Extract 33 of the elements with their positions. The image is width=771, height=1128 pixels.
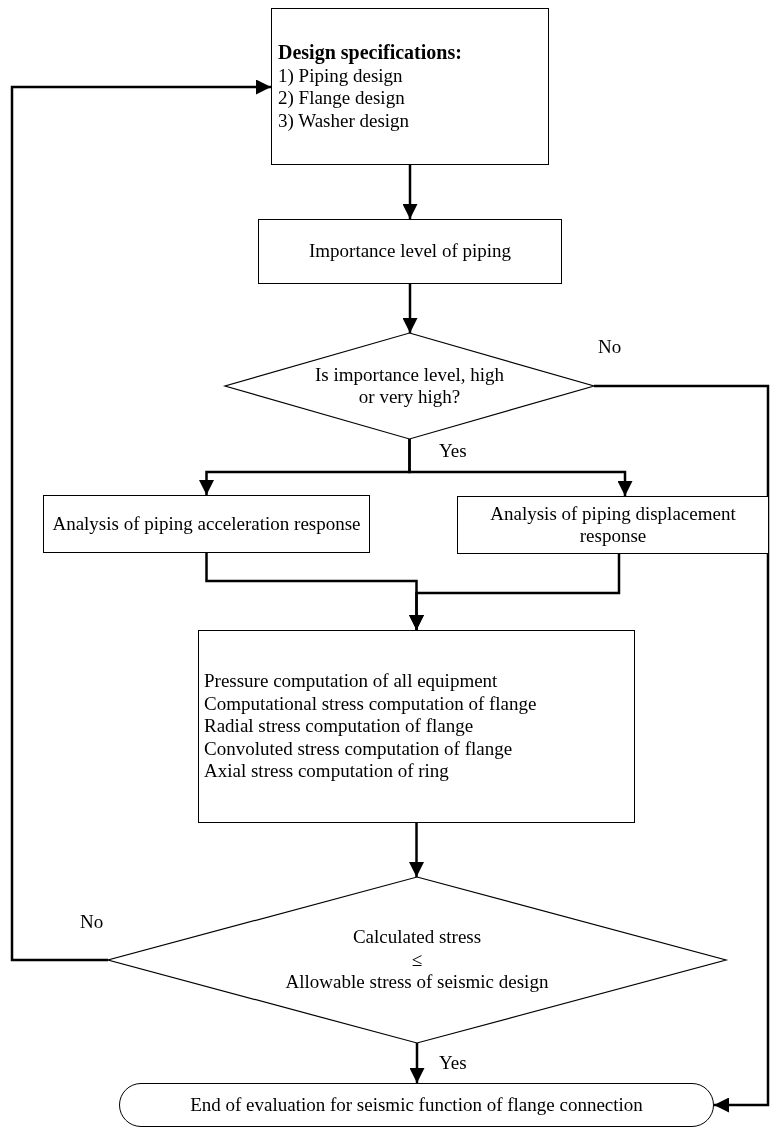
node-text: End of evaluation for seismic function of flange connection <box>190 1093 643 1117</box>
arrow <box>409 823 424 877</box>
node-text: Calculated stress <box>352 926 482 949</box>
node-text: Axial stress computation of ring <box>204 760 449 783</box>
arrow <box>594 384 770 1113</box>
terminal-box <box>119 1083 714 1127</box>
node-text: Computational stress computation of flange <box>204 692 537 716</box>
process-box <box>258 219 562 284</box>
decision-diamond <box>225 333 594 439</box>
decision-diamond <box>108 877 726 1043</box>
process-box <box>457 496 769 554</box>
node-text: Allowable stress of seismic design <box>285 971 549 994</box>
process-box <box>198 630 635 823</box>
arrow <box>402 165 418 219</box>
process-box <box>271 8 549 165</box>
node-text: Analysis of piping displacement response <box>489 502 737 548</box>
node-text: ≤ <box>411 948 423 972</box>
node-text: Analysis of piping acceleration response <box>52 512 361 536</box>
node-text: Importance level of piping <box>308 240 512 263</box>
heading: Design specifications: <box>278 41 462 65</box>
arrow <box>408 439 633 496</box>
node-text: 3) Washer design <box>278 109 410 132</box>
node-text: Is importance level, high or very high? <box>314 363 505 409</box>
node-text: 2) Flange design <box>278 87 405 110</box>
node-text: Radial stress computation of flange <box>204 715 474 738</box>
process-box <box>43 495 370 553</box>
arrow <box>10 79 271 962</box>
node-text: Pressure computation of all equipment <box>204 670 498 693</box>
arrow <box>409 554 621 630</box>
node-text: Convoluted stress computation of flange <box>204 737 513 761</box>
arrow <box>409 1043 425 1083</box>
node-text: 1) Piping design <box>278 64 403 88</box>
arrow <box>402 284 418 333</box>
